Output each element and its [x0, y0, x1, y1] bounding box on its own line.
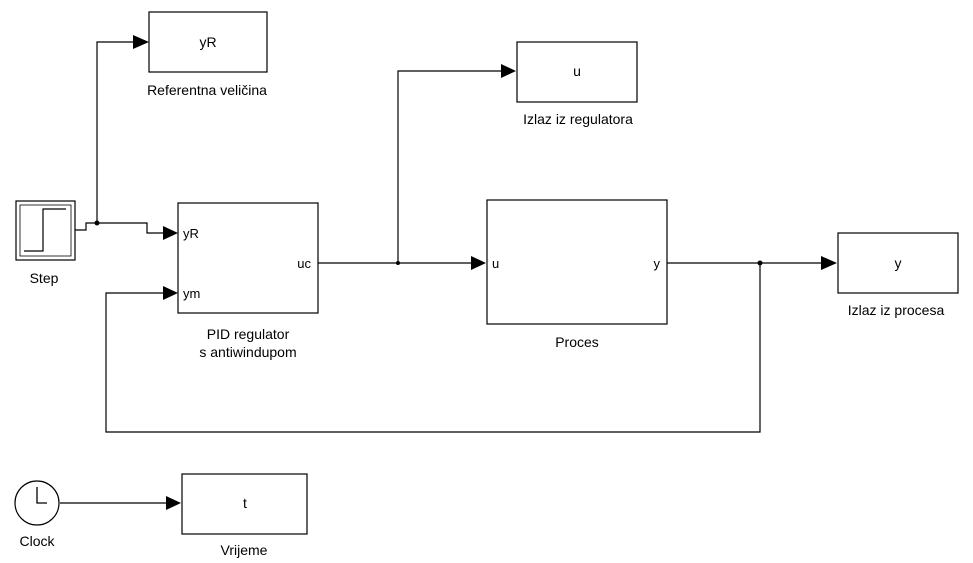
arrow-to-pid-ym [163, 286, 178, 300]
junction-y [757, 260, 763, 266]
wire-to-yr-scope[interactable] [96, 41, 134, 223]
junction-step [94, 220, 100, 226]
clock-hands [36, 487, 47, 504]
step-icon [24, 208, 66, 252]
pid-port-uc: uc [297, 256, 311, 271]
pid-port-ym: ym [183, 286, 200, 301]
arrow-to-t-scope [166, 496, 181, 510]
y-scope-block[interactable] [837, 232, 959, 294]
pid-port-yr: yR [183, 226, 199, 241]
process-port-y: y [654, 256, 661, 271]
process-block[interactable] [486, 199, 668, 325]
pid-block[interactable] [177, 202, 319, 314]
yr-scope-text: yR [199, 34, 216, 50]
yr-scope-block[interactable] [148, 11, 268, 73]
arrow-to-process [471, 256, 486, 270]
pid-caption-line2: s antiwindupom [199, 344, 296, 360]
t-scope-caption: Vrijeme [221, 542, 268, 558]
yr-scope-caption: Referentna veličina [147, 82, 267, 98]
wire-to-pid-yr[interactable] [97, 222, 164, 234]
step-block[interactable] [15, 200, 76, 261]
junction-uc [396, 261, 400, 265]
t-scope-block[interactable] [181, 473, 308, 535]
u-scope-text: u [573, 63, 581, 79]
wire-to-u-scope[interactable] [397, 70, 502, 263]
wire-step-out[interactable] [75, 222, 97, 231]
step-inner-frame [19, 204, 72, 257]
arrow-to-yr-scope [133, 35, 149, 49]
y-scope-text: y [895, 255, 902, 271]
step-caption: Step [30, 270, 59, 286]
arrow-to-pid-yr [163, 226, 178, 240]
arrow-to-y-scope [821, 256, 837, 270]
y-scope-caption: Izlaz iz procesa [848, 302, 945, 318]
t-scope-text: t [243, 495, 247, 511]
process-caption: Proces [555, 334, 599, 350]
wire-feedback[interactable] [105, 263, 761, 433]
process-port-u: u [492, 256, 499, 271]
clock-caption: Clock [19, 533, 55, 549]
u-scope-caption: Izlaz iz regulatora [523, 111, 633, 127]
u-scope-block[interactable] [516, 41, 638, 103]
arrow-to-u-scope [501, 64, 516, 78]
pid-caption-line1: PID regulator [207, 326, 290, 342]
